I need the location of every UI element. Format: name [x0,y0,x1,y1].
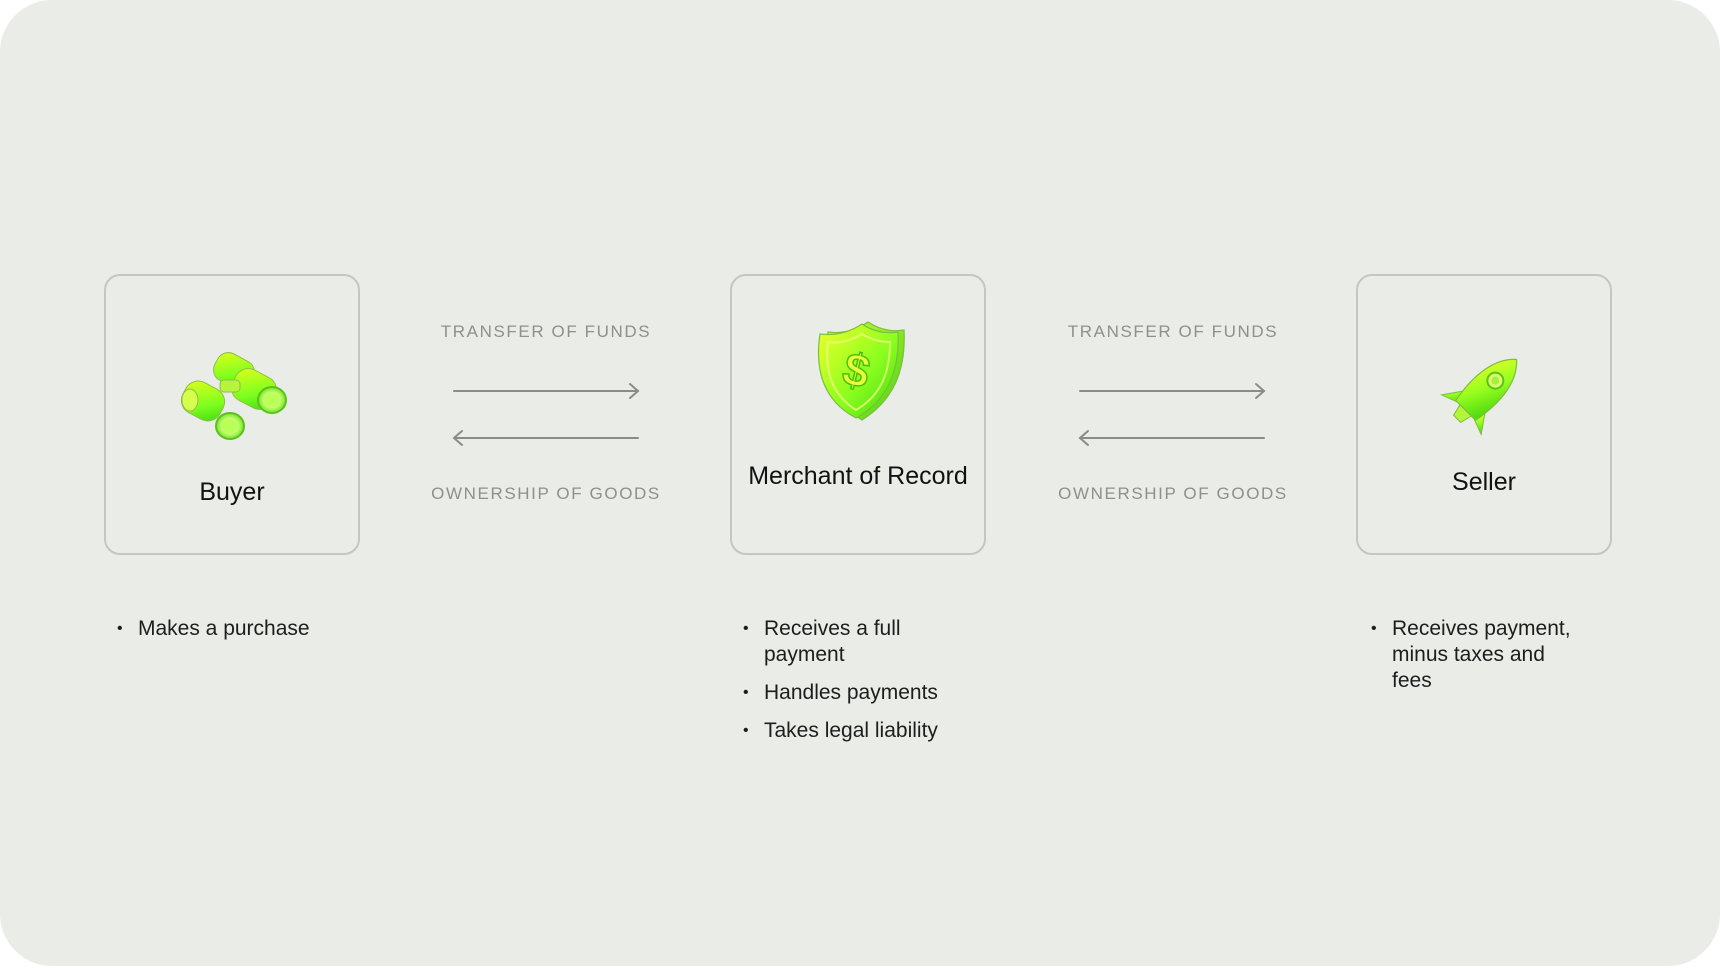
flow-forward-label: TRANSFER OF FUNDS [440,322,652,341]
merchant-of-record-card: $ Merchant of Record [730,274,986,555]
arrow-right-icon [453,383,640,399]
seller-title: Seller [1452,468,1516,496]
list-item: •Receives a full payment [743,617,901,666]
arrow-left-icon [1078,430,1265,446]
binoculars-icon [172,346,292,451]
flow-backward-label: OWNERSHIP OF GOODS [431,484,661,503]
list-item: •Makes a purchase [117,617,310,640]
arrow-right-icon [1079,383,1266,399]
flow-mor-to-seller: TRANSFER OF FUNDS OWNERSHIP OF GOODS [1043,274,1303,555]
list-item: •Receives payment, minus taxes and fees [1371,617,1571,692]
seller-card: Seller [1356,274,1612,555]
merchant-of-record-bullet-list: •Receives a full payment •Handles paymen… [734,616,974,756]
flow-backward-label: OWNERSHIP OF GOODS [1058,484,1288,503]
shield-dollar-icon: $ [806,320,910,429]
flow-forward-label: TRANSFER OF FUNDS [1067,322,1279,341]
rocket-icon [1434,342,1534,447]
seller-bullet-list: •Receives payment, minus taxes and fees [1362,616,1592,706]
arrow-left-icon [452,430,639,446]
buyer-bullet-list: •Makes a purchase [108,616,368,654]
list-item: •Handles payments [743,681,938,704]
flow-buyer-to-mor: TRANSFER OF FUNDS OWNERSHIP OF GOODS [416,274,676,555]
flow-arrows [452,383,640,446]
list-item: •Takes legal liability [743,719,938,742]
buyer-card: Buyer [104,274,360,555]
flow-arrows [1078,383,1266,446]
buyer-title: Buyer [199,478,265,506]
merchant-of-record-title: Merchant of Record [748,462,968,490]
